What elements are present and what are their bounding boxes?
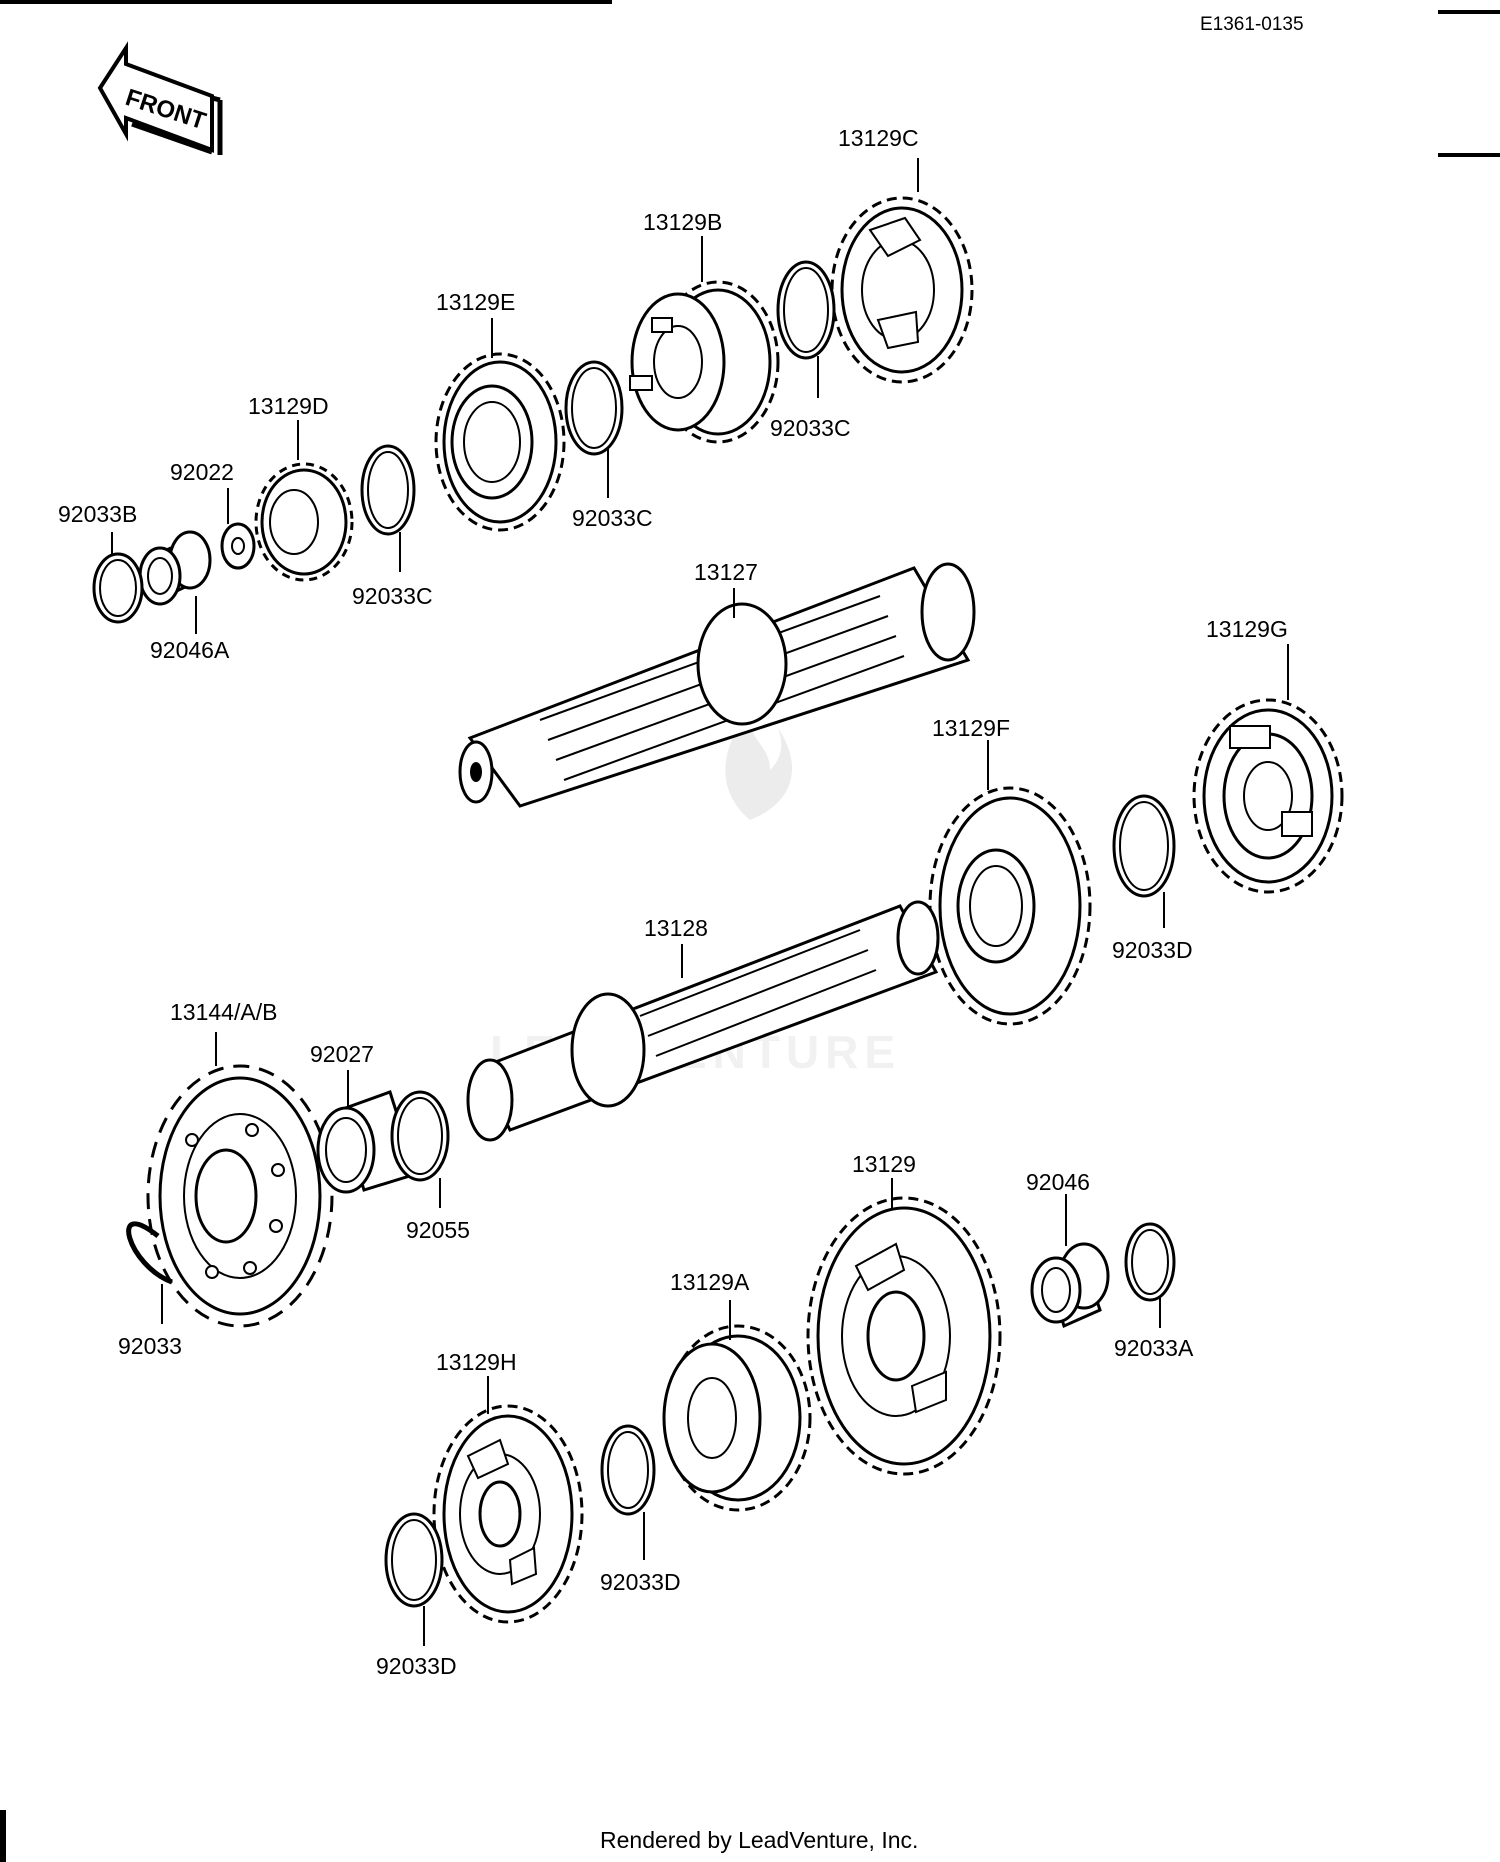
o-ring-92055	[390, 1090, 450, 1182]
label-13129G: 13129G	[1206, 616, 1288, 642]
gear-13129D	[254, 462, 354, 582]
gear-13129B	[629, 280, 780, 444]
label-13129B: 13129B	[643, 209, 722, 235]
label-92033A: 92033A	[1114, 1335, 1194, 1361]
footer-credit: Rendered by LeadVenture, Inc.	[600, 1827, 918, 1853]
label-92046A: 92046A	[150, 637, 230, 663]
needle-bearing-92046A	[138, 530, 212, 606]
gear-13129	[806, 1196, 1002, 1476]
gear-13129C	[830, 196, 974, 384]
leader-lines	[111, 158, 1289, 1646]
label-92033D-lower: 92033D	[376, 1653, 457, 1679]
circlip-92033A	[1124, 1222, 1176, 1302]
circlip-92033D-middle	[600, 1424, 656, 1516]
sprocket-13144	[146, 1064, 334, 1328]
shaft-13128	[466, 900, 940, 1142]
collar-92027	[316, 1090, 418, 1194]
label-92033D-middle: 92033D	[600, 1569, 681, 1595]
circlip-92033	[126, 1221, 173, 1285]
label-92033C-middle: 92033C	[572, 505, 653, 531]
circlip-92033B	[92, 552, 144, 624]
gear-13129A	[662, 1324, 812, 1512]
label-92033: 92033	[118, 1333, 182, 1359]
label-13144AB: 13144/A/B	[170, 999, 277, 1025]
part-labels: 13129C 13129B 13129E 13129D 92022 92033B…	[58, 125, 1288, 1679]
label-92033C-left: 92033C	[352, 583, 433, 609]
label-13129: 13129	[852, 1151, 916, 1177]
label-92033D-right: 92033D	[1112, 937, 1193, 963]
circlip-92033C-middle	[564, 360, 624, 456]
circlip-92033C-left	[360, 444, 416, 536]
label-13129F: 13129F	[932, 715, 1010, 741]
label-92033C-upper: 92033C	[770, 415, 851, 441]
washer-92022	[220, 522, 256, 570]
label-13129C: 13129C	[838, 125, 919, 151]
label-92033B: 92033B	[58, 501, 137, 527]
label-92055: 92055	[406, 1217, 470, 1243]
gear-13129G	[1192, 698, 1344, 894]
shaft-13127	[458, 562, 976, 808]
circlip-92033D-lower	[384, 1512, 444, 1608]
front-arrow-icon: FRONT	[97, 41, 223, 155]
circlip-92033D-right	[1112, 794, 1176, 898]
left-edge-mark	[0, 1810, 6, 1862]
label-13129D: 13129D	[248, 393, 329, 419]
label-13127: 13127	[694, 559, 758, 585]
circlip-92033C-upper	[776, 260, 836, 360]
label-13129H: 13129H	[436, 1349, 517, 1375]
needle-bearing-92046	[1030, 1242, 1110, 1329]
gear-13129E	[434, 352, 566, 532]
label-92022: 92022	[170, 459, 234, 485]
diagram-code: E1361-0135	[1200, 14, 1304, 35]
label-92046: 92046	[1026, 1169, 1090, 1195]
gear-13129F	[928, 786, 1092, 1026]
label-13129E: 13129E	[436, 289, 515, 315]
label-13128: 13128	[644, 915, 708, 941]
label-13129A: 13129A	[670, 1269, 750, 1295]
label-92027: 92027	[310, 1041, 374, 1067]
gear-13129H	[432, 1404, 584, 1624]
